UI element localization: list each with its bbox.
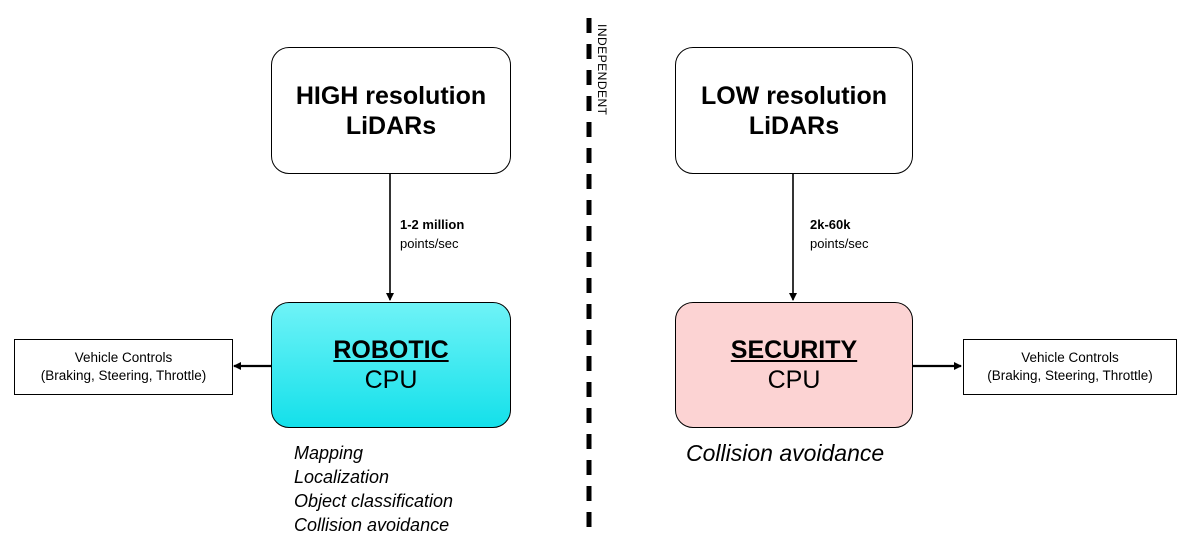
left-rate-label: 1-2 million points/sec (400, 216, 464, 254)
right-rate-value: 2k-60k (810, 217, 851, 232)
left-vehicle-controls-box: Vehicle Controls (Braking, Steering, Thr… (14, 339, 233, 395)
left-vehicle-controls-title: Vehicle Controls (74, 349, 173, 365)
low-resolution-lidars-line1: LOW resolution (700, 81, 888, 110)
high-resolution-lidars-line1: HIGH resolution (295, 81, 487, 110)
security-cpu-name: SECURITY (730, 336, 858, 364)
task-item: Mapping (294, 443, 364, 463)
right-vehicle-controls-detail: (Braking, Steering, Throttle) (987, 368, 1153, 383)
task-item: Collision avoidance (294, 515, 450, 535)
left-rate-value: 1-2 million (400, 217, 465, 232)
security-cpu-label: CPU (767, 366, 821, 394)
right-rate-label: 2k-60k points/sec (810, 216, 869, 254)
left-rate-unit: points/sec (400, 235, 459, 251)
robotic-cpu-box: ROBOTIC CPU (271, 302, 511, 428)
task-item: Object classification (294, 491, 454, 511)
high-resolution-lidars-box: HIGH resolution LiDARs (271, 47, 511, 174)
right-vehicle-controls-box: Vehicle Controls (Braking, Steering, Thr… (963, 339, 1177, 395)
left-vehicle-controls-detail: (Braking, Steering, Throttle) (40, 368, 207, 383)
robotic-cpu-name: ROBOTIC (333, 336, 449, 364)
low-resolution-lidars-box: LOW resolution LiDARs (675, 47, 913, 174)
right-rate-unit: points/sec (810, 235, 869, 251)
high-resolution-lidars-line2: LiDARs (345, 111, 437, 140)
right-vehicle-controls-title: Vehicle Controls (1021, 349, 1119, 365)
security-cpu-box: SECURITY CPU (675, 302, 913, 428)
independent-label: INDEPENDENT (595, 24, 609, 116)
low-resolution-lidars-line2: LiDARs (748, 111, 840, 140)
robotic-task-list: Mapping Localization Object classificati… (294, 441, 453, 537)
robotic-cpu-label: CPU (364, 366, 418, 394)
task-item: Localization (294, 467, 390, 487)
security-task-label: Collision avoidance (686, 440, 885, 466)
